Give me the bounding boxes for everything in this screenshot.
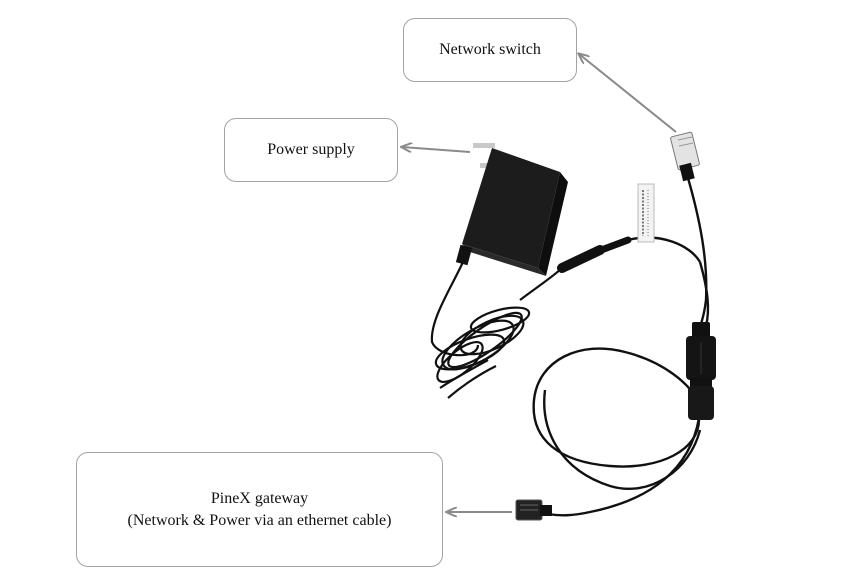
- cable-label-tag: [637, 183, 655, 243]
- dc-barrel-connector: [557, 236, 702, 273]
- network-switch-label: Network switch: [439, 41, 541, 59]
- coiled-cable: [430, 261, 563, 399]
- ethernet-cables: [532, 177, 710, 517]
- poe-splitter: [686, 322, 716, 420]
- gateway-label-subtitle: (Network & Power via an ethernet cable): [127, 511, 392, 529]
- gateway-label-title: PineX gateway: [210, 489, 309, 507]
- rj45-plug-top: [670, 131, 700, 182]
- gateway-label-box: PineX gateway (Network & Power via an et…: [76, 452, 443, 567]
- network-switch-label-box: Network switch: [403, 18, 577, 82]
- power-adapter: [455, 143, 568, 276]
- arrow-to-network-switch: [579, 54, 677, 133]
- rj45-plug-bottom: [515, 499, 552, 521]
- arrow-to-power-supply: [402, 147, 471, 153]
- power-supply-label: Power supply: [267, 141, 355, 159]
- power-supply-label-box: Power supply: [224, 118, 398, 182]
